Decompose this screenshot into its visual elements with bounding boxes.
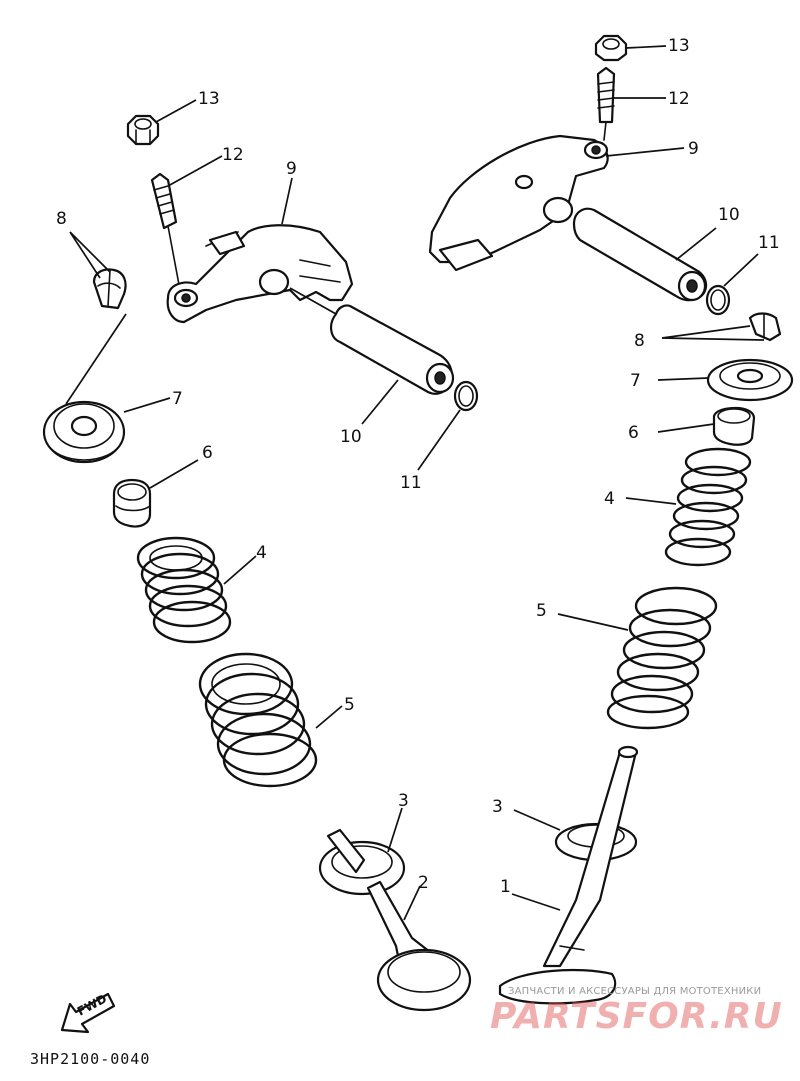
- nut-13-left: [126, 114, 160, 146]
- callout-7-left: 7: [172, 389, 183, 409]
- callout-13-right: 13: [668, 36, 690, 56]
- rocker-shaft-10-left: [330, 304, 455, 395]
- callout-4-left: 4: [256, 543, 267, 563]
- callout-12-left: 12: [222, 145, 244, 165]
- valve-cotter-8-right: [748, 312, 782, 342]
- spring-retainer-7-right: [706, 358, 794, 402]
- spring-retainer-7-left: [42, 400, 126, 464]
- callout-9-right: 9: [688, 139, 699, 159]
- valve-1-right: [498, 745, 639, 1005]
- callout-5-right: 5: [536, 601, 547, 621]
- valve-stem-seal-6-right: [712, 406, 756, 446]
- callout-13-left: 13: [198, 89, 220, 109]
- callout-4-right: 4: [604, 489, 615, 509]
- fwd-arrow-icon: FWD: [60, 992, 116, 1034]
- watermark-brand: PARTSFOR.RU: [490, 996, 783, 1037]
- callout-8-right: 8: [634, 331, 645, 351]
- valve-2-left: [366, 880, 472, 1012]
- callout-10-right: 10: [718, 205, 740, 225]
- callout-2-left: 2: [418, 873, 429, 893]
- callout-10-left: 10: [340, 427, 362, 447]
- callout-6-right: 6: [628, 423, 639, 443]
- inner-spring-4-right: [664, 447, 752, 567]
- callout-9-left: 9: [286, 159, 297, 179]
- callout-3-right: 3: [492, 797, 503, 817]
- callout-12-right: 12: [668, 89, 690, 109]
- rocker-shaft-10-right: [572, 207, 708, 302]
- o-ring-11-left: [453, 380, 479, 412]
- spring-seat-3-left: [318, 828, 406, 896]
- adjusting-screw-12-left: [150, 172, 181, 291]
- callout-6-left: 6: [202, 443, 213, 463]
- diagram-code: 3HP2100-0040: [30, 1050, 151, 1068]
- callout-11-right: 11: [758, 233, 780, 253]
- rocker-arm-9-right: [428, 134, 609, 272]
- valve-stem-seal-6-left: [112, 478, 152, 528]
- callout-7-right: 7: [630, 371, 641, 391]
- nut-13-right: [594, 34, 628, 62]
- watermark-tagline: ЗАПЧАСТИ И АКСЕССУАРЫ ДЛЯ МОТОТЕХНИКИ: [508, 986, 762, 997]
- callout-8-left: 8: [56, 209, 67, 229]
- outer-spring-5-right: [606, 586, 718, 730]
- callout-1-right: 1: [500, 877, 511, 897]
- inner-spring-4-left: [136, 536, 232, 644]
- outer-spring-5-left: [198, 652, 318, 788]
- rocker-arm-9-left: [166, 224, 354, 324]
- o-ring-11-right: [705, 284, 731, 316]
- callout-3-left: 3: [398, 791, 409, 811]
- adjusting-screw-12-right: [596, 66, 616, 141]
- callout-5-left: 5: [344, 695, 355, 715]
- callout-11-left: 11: [400, 473, 422, 493]
